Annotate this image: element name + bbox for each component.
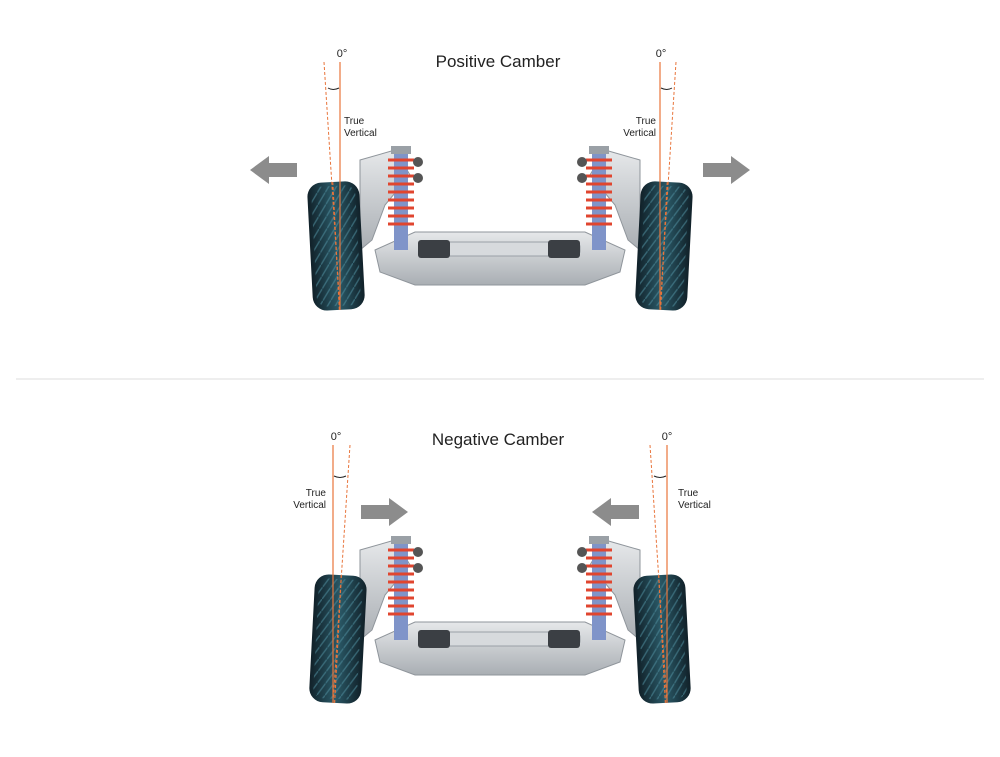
subframe	[374, 231, 626, 286]
bushing-right-1	[577, 157, 587, 167]
angle-arc-right	[660, 87, 673, 90]
strut-mount-right	[589, 146, 609, 154]
panel-title: Negative Camber	[432, 430, 565, 449]
panel-positive-camber: Positive Camber	[250, 48, 750, 311]
true-vertical-label-left-line2: Vertical	[344, 128, 377, 139]
spring-right	[586, 158, 612, 226]
panel-title: Positive Camber	[436, 52, 561, 71]
true-vertical-label-left-line1: True	[306, 488, 327, 499]
bushing-right-2	[577, 563, 587, 573]
rack-boot-right	[548, 630, 580, 648]
angle-label-right: 0°	[662, 431, 673, 443]
true-vertical-label-left-line2: Vertical	[293, 500, 326, 511]
rack-boot-left	[418, 630, 450, 648]
bushing-left-2	[413, 173, 423, 183]
spring-left	[388, 548, 414, 616]
tire-right	[635, 181, 693, 311]
true-vertical-label-right-line2: Vertical	[623, 128, 656, 139]
true-vertical-label-right-line1: True	[678, 488, 699, 499]
true-vertical-label-right-line2: Vertical	[678, 500, 711, 511]
rack-boot-right	[548, 240, 580, 258]
suspension-assembly	[359, 146, 641, 286]
true-vertical-label-right-line1: True	[636, 116, 657, 127]
true-vertical-label-left-line1: True	[344, 116, 365, 127]
bushing-right-1	[577, 547, 587, 557]
bushing-left-1	[413, 547, 423, 557]
strut-mount-left	[391, 146, 411, 154]
camber-line-left	[332, 444, 351, 704]
strut-mount-right	[589, 536, 609, 544]
angle-label-right: 0°	[656, 48, 667, 60]
arrow-inward-left	[361, 498, 408, 526]
tire-left	[307, 181, 365, 311]
suspension-assembly	[359, 536, 641, 676]
camber-line-right	[649, 444, 668, 704]
spring-right	[586, 548, 612, 616]
angle-arc-left	[327, 87, 340, 90]
angle-arc-right	[653, 475, 667, 478]
strut-mount-left	[391, 536, 411, 544]
bushing-right-2	[577, 173, 587, 183]
rack-boot-left	[418, 240, 450, 258]
tire-right	[633, 574, 691, 704]
bushing-left-2	[413, 563, 423, 573]
angle-arc-left	[333, 475, 347, 478]
bushing-left-1	[413, 157, 423, 167]
subframe	[374, 621, 626, 676]
spring-left	[388, 158, 414, 226]
tire-left	[309, 574, 367, 704]
angle-label-left: 0°	[331, 431, 342, 443]
arrow-outward-left	[250, 156, 297, 184]
camber-line-right	[659, 61, 677, 311]
arrow-inward-right	[592, 498, 639, 526]
camber-line-left	[323, 61, 341, 311]
angle-label-left: 0°	[337, 48, 348, 60]
panel-negative-camber: Negative Camber	[293, 430, 711, 704]
arrow-outward-right	[703, 156, 750, 184]
